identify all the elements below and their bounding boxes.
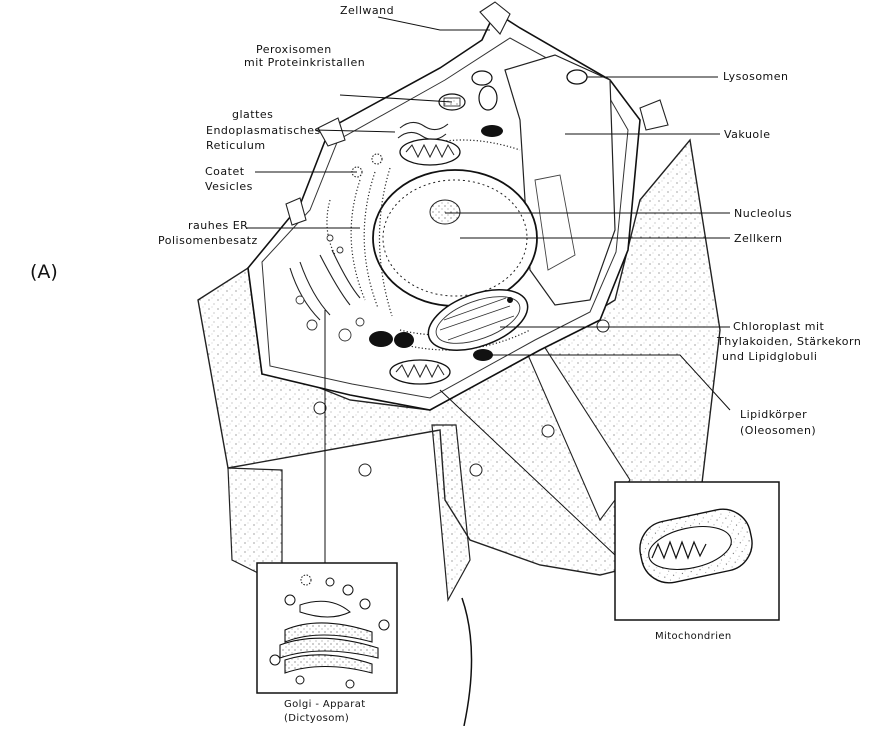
inset-mitochondria: Mitochondrien [615,482,779,642]
label-zellkern: Zellkern [734,232,782,245]
label-chloroplast-line2: Thylakoiden, Stärkekorn [716,335,861,348]
label-zellwand: Zellwand [340,4,394,17]
inset-golgi: Golgi - Apparat (Dictyosom) [257,563,397,724]
label-coated-line1: Coatet [205,165,245,178]
label-coated-line2: Vesicles [205,180,253,193]
label-lipidkoerper-line1: Lipidkörper [740,408,807,421]
labels-right: Lysosomen Vakuole Nucleolus Zellkern Chl… [716,70,861,437]
inset-caption-mitochondria: Mitochondrien [655,631,732,642]
label-vakuole: Vakuole [724,128,770,141]
label-ser-line3: Reticulum [206,139,266,152]
label-nucleolus: Nucleolus [734,207,792,220]
lysosome [567,70,587,84]
label-peroxisomen-line2: mit Proteinkristallen [244,56,365,69]
label-lipidkoerper-line2: (Oleosomen) [740,424,816,437]
label-lysosomen: Lysosomen [723,70,789,83]
nucleolus [430,200,460,224]
inset-caption-golgi-line2: (Dictyosom) [284,713,349,724]
label-chloroplast-line1: Chloroplast mit [733,320,825,333]
panel-tag: (A) [30,261,58,283]
label-rer-line2: Polisomenbesatz [158,234,258,247]
label-ser-line2: Endoplasmatisches [206,124,321,137]
inset-caption-golgi-line1: Golgi - Apparat [284,699,366,710]
section-curve [462,598,472,726]
label-peroxisomen-line1: Peroxisomen [256,43,332,56]
label-chloroplast-line3: und Lipidglobuli [722,350,817,363]
label-ser-line1: glattes [232,108,273,121]
label-rer-line1: rauhes ER [188,219,248,232]
